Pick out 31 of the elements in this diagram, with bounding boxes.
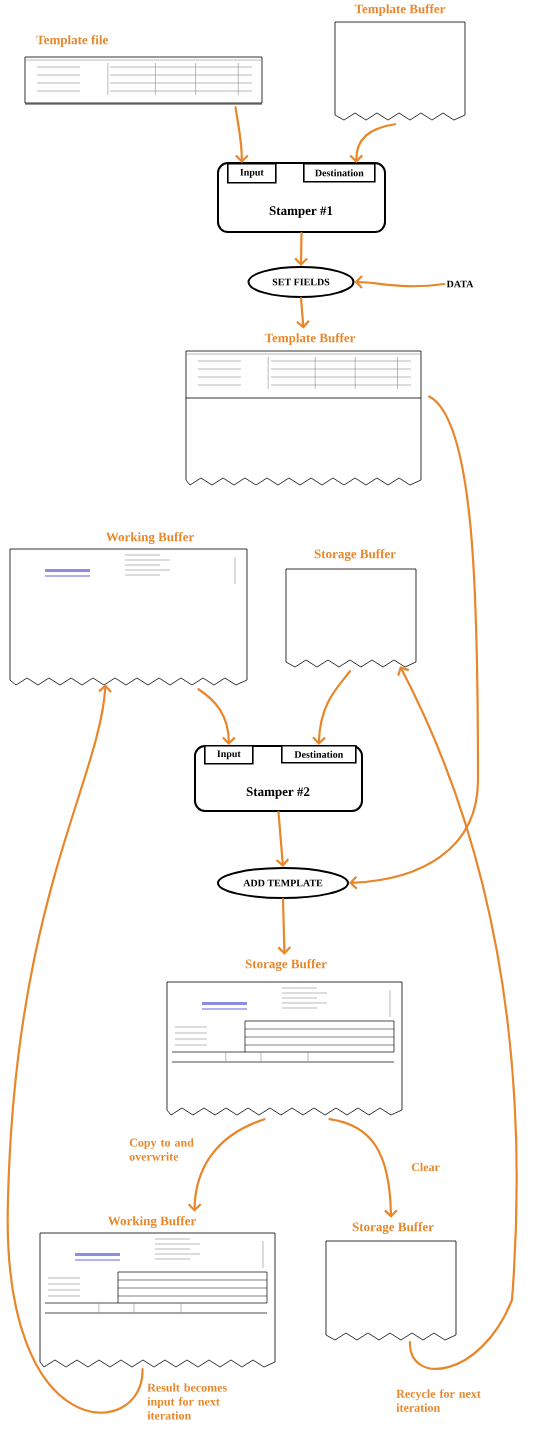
page-title: Storage Buffer: [245, 959, 327, 971]
arrow: [294, 231, 308, 266]
page-title: Template Buffer: [264, 333, 356, 345]
port-tab: Input: [204, 745, 254, 765]
page-title: Working Buffer: [107, 1216, 196, 1228]
port-tab: Destination: [303, 163, 376, 183]
arrow: [397, 666, 518, 1370]
arrow: [6, 684, 144, 1414]
page-title: Template file: [36, 35, 108, 47]
edge-label: Recycle for next iteration: [396, 1389, 481, 1412]
page-title: Storage Buffer: [352, 1222, 434, 1234]
arrow: [187, 1118, 266, 1212]
arrow: [328, 1118, 398, 1218]
arrow: [349, 123, 397, 163]
input-label: DATA: [446, 280, 474, 288]
page-title: Working Buffer: [105, 532, 194, 544]
edge-label: Result becomes input for next iteration: [147, 1383, 227, 1420]
page-title: Template Buffer: [354, 4, 446, 16]
arrow: [197, 688, 236, 745]
arrow: [312, 670, 352, 745]
arrow: [234, 106, 249, 163]
page-title: Storage Buffer: [314, 549, 396, 561]
arrow: [277, 897, 292, 955]
edge-label: Clear: [411, 1162, 440, 1172]
arrow: [354, 275, 446, 289]
edge-label: Copy to and overwrite: [129, 1138, 194, 1161]
port-tab: Input: [227, 163, 277, 184]
arrow: [296, 296, 310, 329]
port-tab: Destination: [281, 745, 357, 764]
arrow: [349, 395, 480, 890]
arrow: [275, 810, 290, 867]
